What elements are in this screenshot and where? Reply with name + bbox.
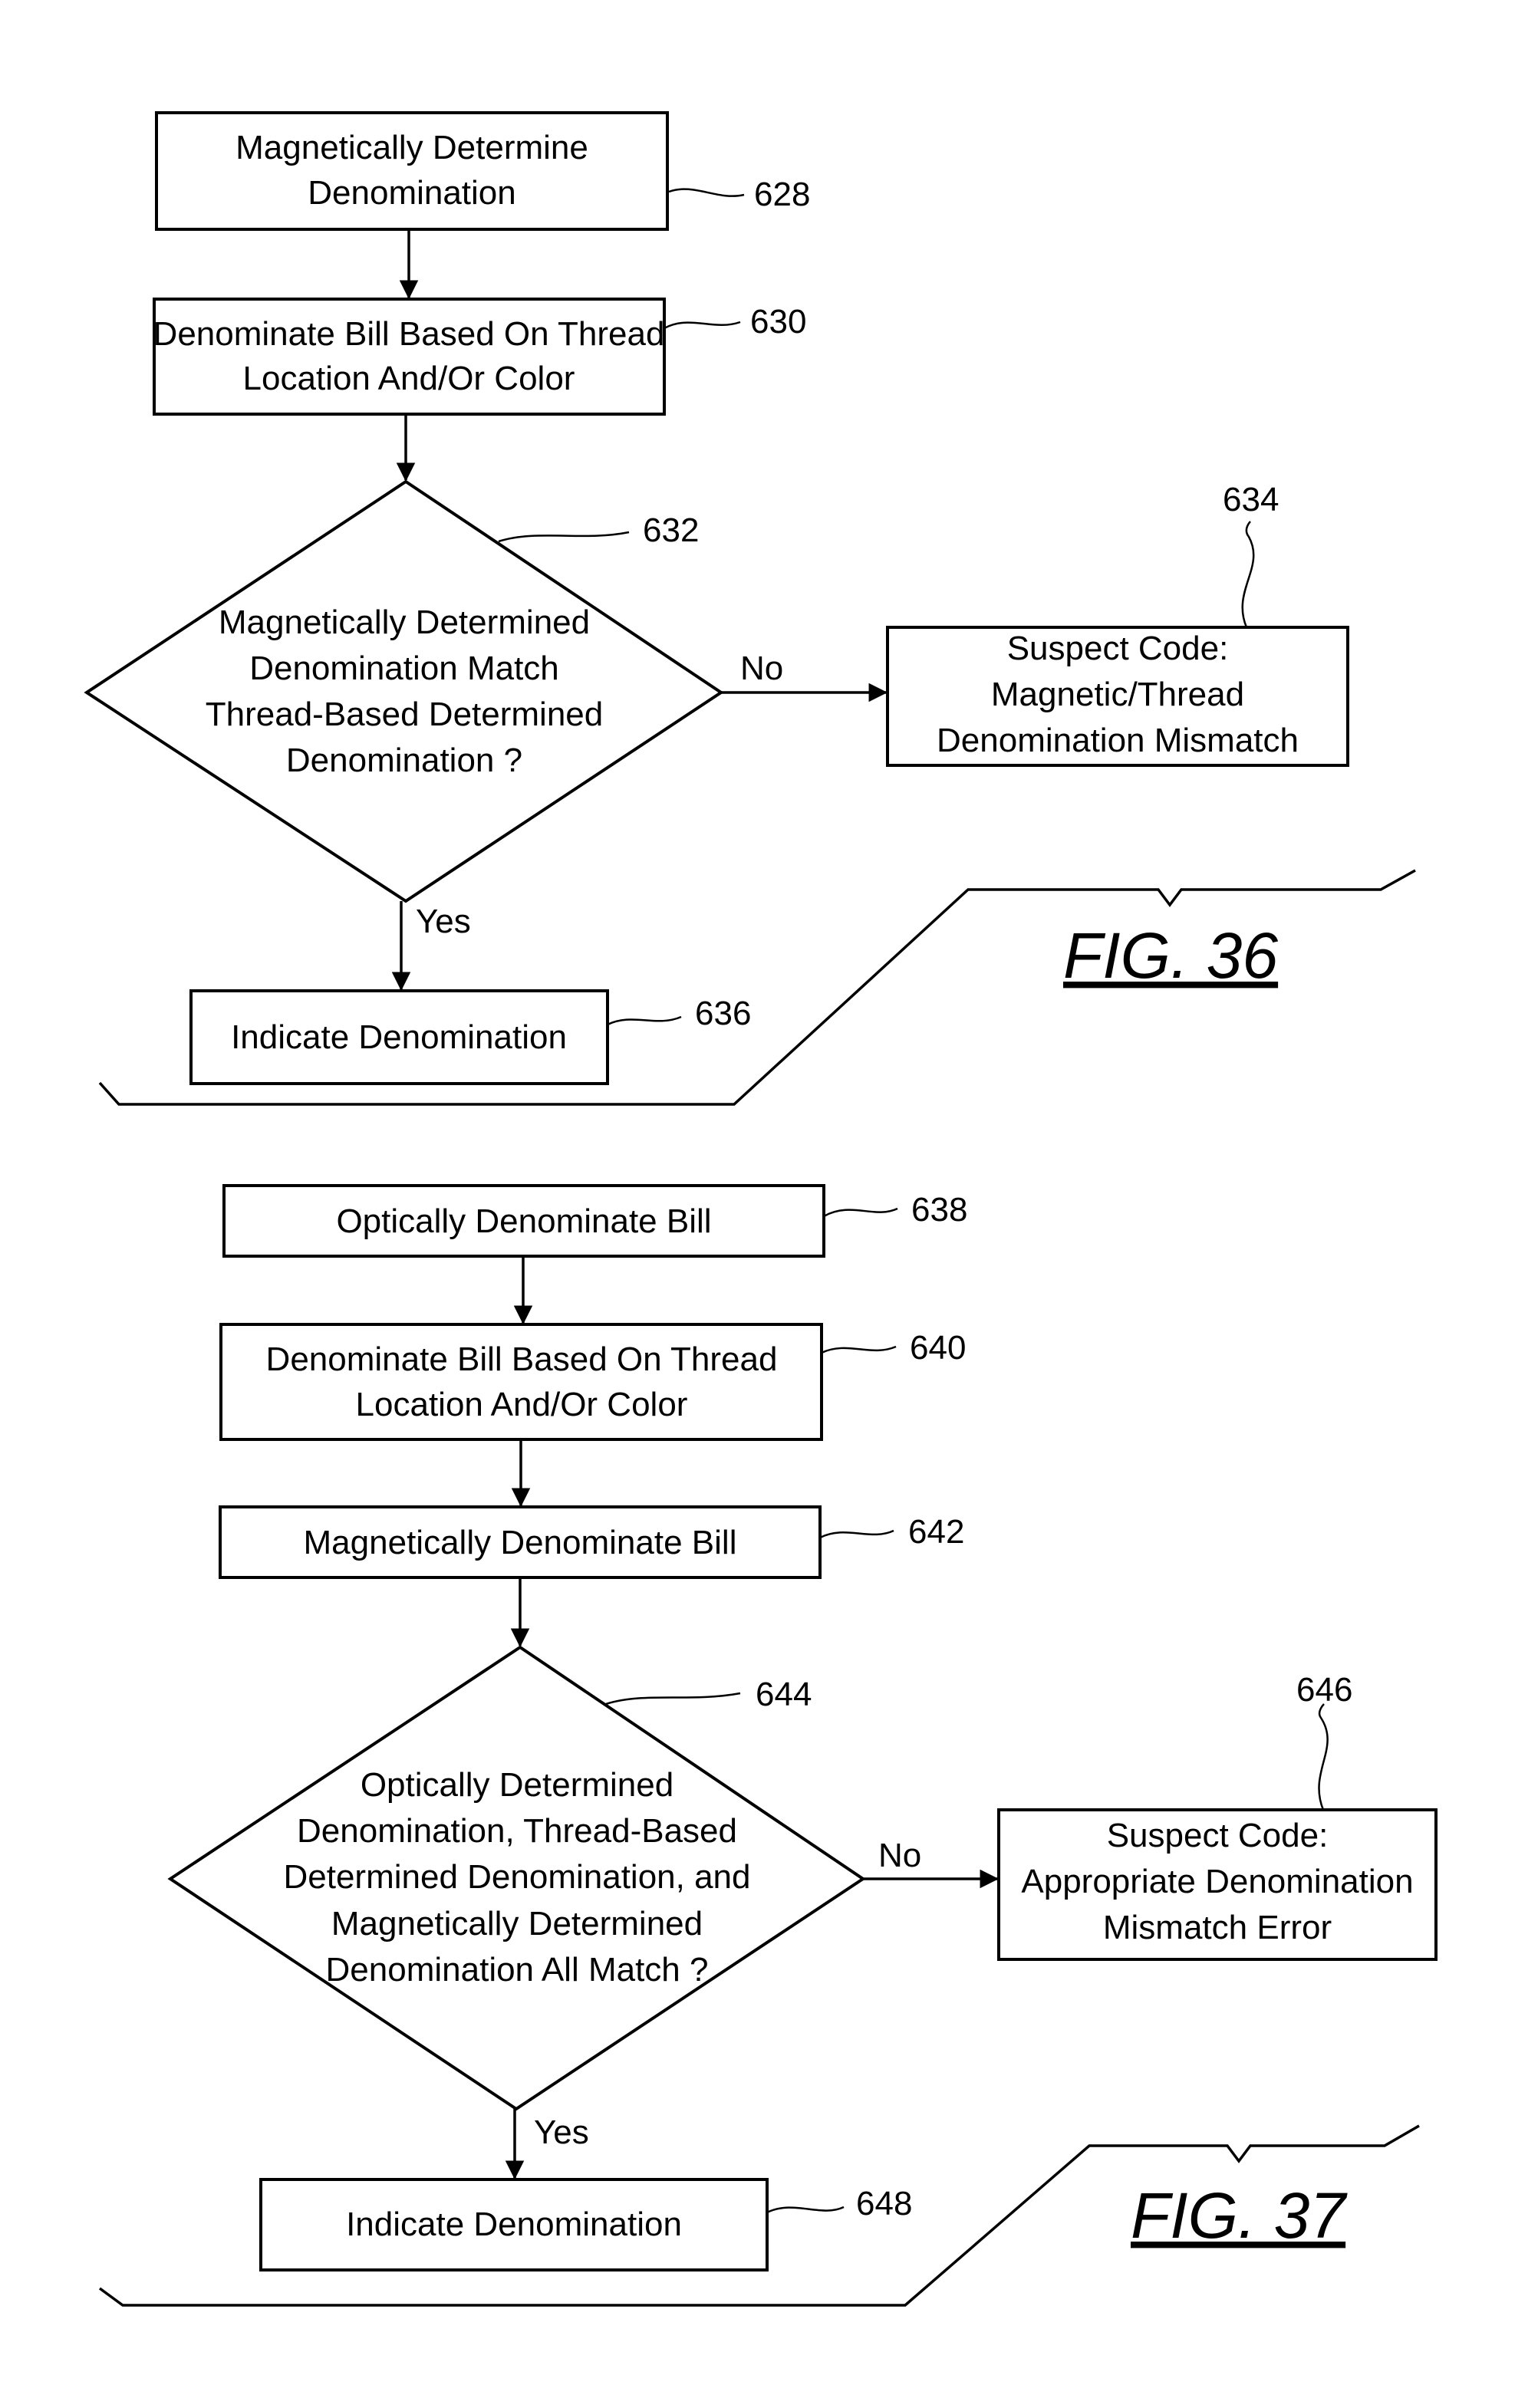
break-line-36 xyxy=(98,869,1416,1106)
yes-label-36: Yes xyxy=(416,903,471,940)
decision-632-line4: Denomination ? xyxy=(286,742,522,779)
no-label-36: No xyxy=(740,650,783,687)
step-634-line1: Suspect Code: xyxy=(1007,630,1229,667)
ref-638: 638 xyxy=(911,1191,967,1229)
yes-label-37: Yes xyxy=(534,2114,589,2151)
step-638-box: Optically Denominate Bill xyxy=(222,1184,825,1258)
leader-634 xyxy=(1241,521,1255,628)
leader-636 xyxy=(607,1015,682,1026)
figure-36: Magnetically Determine Denomination 628 … xyxy=(84,111,1416,1106)
figure-37-title: FIG. 37 xyxy=(1131,2179,1348,2252)
decision-644-line4: Magnetically Determined xyxy=(331,1905,703,1943)
leader-628 xyxy=(668,188,745,197)
decision-632-line1: Magnetically Determined xyxy=(219,604,590,641)
no-label-37: No xyxy=(878,1837,921,1874)
leader-642 xyxy=(819,1529,894,1539)
ref-642: 642 xyxy=(908,1513,964,1551)
leader-644 xyxy=(605,1692,741,1706)
step-630-line2: Location And/Or Color xyxy=(243,360,575,397)
leader-646 xyxy=(1318,1703,1329,1811)
ref-628: 628 xyxy=(754,176,810,213)
step-636-box: Indicate Denomination xyxy=(189,989,609,1085)
step-642-line1: Magnetically Denominate Bill xyxy=(304,1524,737,1561)
ref-636: 636 xyxy=(695,995,751,1032)
step-634-line2: Magnetic/Thread xyxy=(991,676,1244,713)
ref-644: 644 xyxy=(756,1676,812,1713)
leader-632 xyxy=(498,531,630,543)
step-648-line1: Indicate Denomination xyxy=(346,2206,682,2243)
step-646-line2: Appropriate Denomination xyxy=(1021,1863,1413,1900)
figure-37: Optically Denominate Bill 638 Denominate… xyxy=(98,1184,1438,2307)
decision-644: Optically Determined Denomination, Threa… xyxy=(167,1645,866,2111)
step-640-line2: Location And/Or Color xyxy=(356,1386,688,1423)
step-646-line1: Suspect Code: xyxy=(1107,1817,1329,1854)
step-646-line3: Mismatch Error xyxy=(1103,1909,1332,1946)
leader-630 xyxy=(664,321,741,330)
step-630-line1: Denominate Bill Based On Thread xyxy=(153,315,665,353)
decision-644-line1: Optically Determined xyxy=(361,1766,673,1804)
ref-648: 648 xyxy=(856,2185,912,2222)
step-636-line1: Indicate Denomination xyxy=(231,1018,567,1056)
ref-646: 646 xyxy=(1296,1671,1352,1709)
leader-640 xyxy=(821,1345,897,1354)
step-634-line3: Denomination Mismatch xyxy=(937,722,1299,759)
step-634-box: Suspect Code: Magnetic/Thread Denominati… xyxy=(886,626,1349,767)
decision-644-line3: Determined Denomination, and xyxy=(283,1858,750,1896)
step-640-line1: Denominate Bill Based On Thread xyxy=(266,1341,778,1378)
ref-630: 630 xyxy=(750,303,806,340)
decision-632: Magnetically Determined Denomination Mat… xyxy=(84,479,724,903)
break-line-37 xyxy=(98,2124,1420,2307)
decision-632-line2: Denomination Match xyxy=(249,650,559,687)
ref-634: 634 xyxy=(1223,481,1279,518)
decision-644-line5: Denomination All Match ? xyxy=(326,1951,709,1989)
step-638-line1: Optically Denominate Bill xyxy=(336,1202,711,1240)
figure-36-title: FIG. 36 xyxy=(1063,919,1278,992)
step-646-box: Suspect Code: Appropriate Denomination M… xyxy=(997,1808,1438,1961)
step-642-box: Magnetically Denominate Bill xyxy=(219,1505,822,1579)
ref-640: 640 xyxy=(910,1329,966,1367)
step-648-box: Indicate Denomination xyxy=(259,2178,769,2271)
step-628-box: Magnetically Determine Denomination xyxy=(155,111,669,231)
step-628-line1: Magnetically Determine xyxy=(235,129,588,166)
decision-644-line2: Denomination, Thread-Based xyxy=(297,1812,737,1850)
step-628-line2: Denomination xyxy=(308,174,516,212)
decision-632-line3: Thread-Based Determined xyxy=(206,696,603,733)
ref-632: 632 xyxy=(643,512,699,549)
leader-638 xyxy=(823,1207,898,1218)
leader-648 xyxy=(766,2206,845,2214)
step-630-box: Denominate Bill Based On Thread Location… xyxy=(153,298,666,416)
step-640-box: Denominate Bill Based On Thread Location… xyxy=(219,1323,823,1441)
